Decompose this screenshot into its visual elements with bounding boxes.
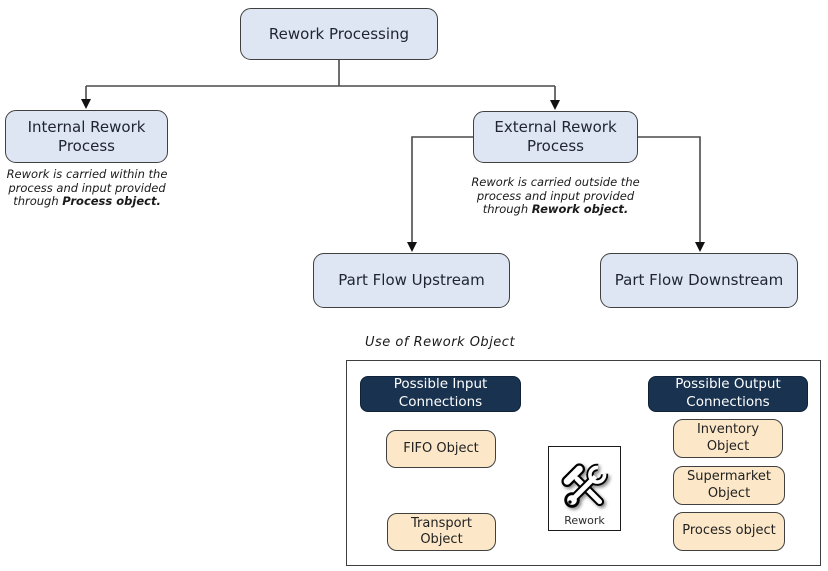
caption-bold-text: Rework object. xyxy=(531,202,629,217)
node-label: Rework xyxy=(564,514,605,527)
tools-icon xyxy=(560,463,608,508)
internal-rework-caption: Rework is carried within the process and… xyxy=(1,167,173,209)
header-label: Possible Output Connections xyxy=(675,376,781,410)
node-process-object: Process object xyxy=(673,512,785,551)
caption-text: Rework is carried outside the process an… xyxy=(471,175,640,217)
node-part-flow-upstream: Part Flow Upstream xyxy=(313,253,510,308)
node-label: Transport Object xyxy=(410,515,472,547)
node-label: Part Flow Upstream xyxy=(338,271,485,290)
output-connections-header: Possible Output Connections xyxy=(648,376,808,412)
node-supermarket-object: Supermarket Object xyxy=(673,466,785,505)
node-label: External Rework Process xyxy=(494,118,617,155)
caption-bold-text: Process object. xyxy=(62,194,161,209)
caption-text: Rework is carried within the process and… xyxy=(6,167,168,209)
node-label: Part Flow Downstream xyxy=(614,271,784,290)
node-label: Inventory Object xyxy=(696,422,760,454)
node-internal-rework-process: Internal Rework Process xyxy=(5,110,168,163)
node-external-rework-process: External Rework Process xyxy=(473,111,638,163)
panel-title: Use of Rework Object xyxy=(365,335,516,350)
node-label: Process object xyxy=(682,523,776,539)
header-label: Possible Input Connections xyxy=(393,376,488,410)
node-rework-processing: Rework Processing xyxy=(240,8,438,60)
input-connections-header: Possible Input Connections xyxy=(360,376,521,412)
node-inventory-object: Inventory Object xyxy=(673,419,783,458)
node-transport-object: Transport Object xyxy=(387,513,496,551)
node-label: Internal Rework Process xyxy=(27,117,146,155)
node-fifo-object: FIFO Object xyxy=(386,430,496,468)
node-part-flow-downstream: Part Flow Downstream xyxy=(600,253,798,308)
node-label: Supermarket Object xyxy=(687,469,771,501)
node-rework: Rework xyxy=(548,446,621,531)
external-rework-caption: Rework is carried outside the process an… xyxy=(468,175,643,217)
node-label: FIFO Object xyxy=(403,440,479,456)
node-label: Rework Processing xyxy=(268,24,410,43)
